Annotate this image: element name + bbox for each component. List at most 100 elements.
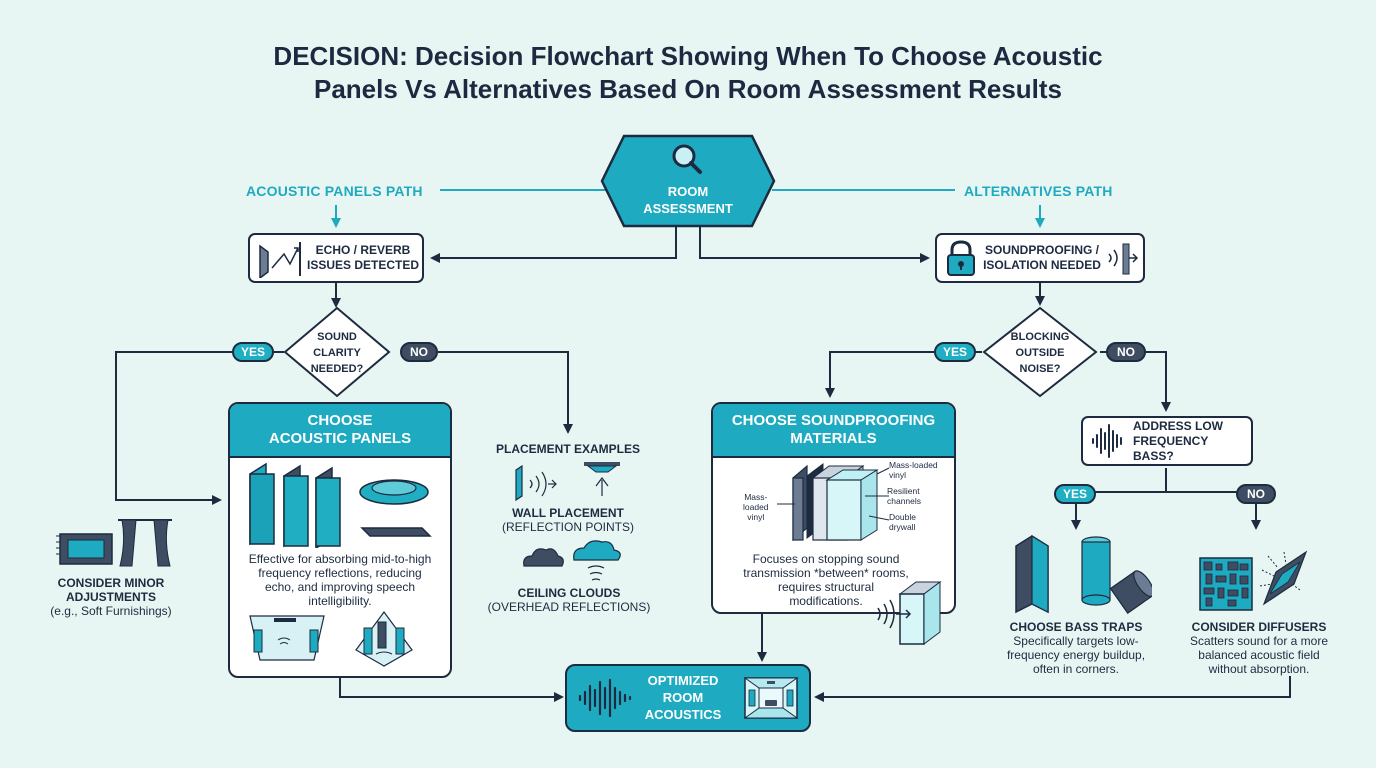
label-mass-loaded-vinyl-top: Mass-loaded vinyl — [889, 460, 938, 480]
wall-placement-text: WALL PLACEMENT — [512, 506, 624, 520]
bass-traps-desc-1: Specifically targets low- — [1013, 634, 1139, 648]
minor-line-2: ADJUSTMENTS — [65, 590, 156, 604]
alternatives-path-label: ALTERNATIVES PATH — [964, 183, 1113, 199]
echo-line-1: ECHO / REVERB — [315, 243, 411, 257]
soundproof-desc-1: Focuses on stopping sound — [752, 552, 900, 566]
wall-placement-icon — [515, 462, 620, 502]
soundproofing-needed-box[interactable]: SOUNDPROOFING / ISOLATION NEEDED — [935, 233, 1145, 283]
soft-furnishings-icon — [56, 519, 172, 567]
sound-wall-icon — [1108, 243, 1139, 275]
choose-acoustic-panels-card[interactable]: CHOOSE ACOUSTIC PANELS Effective for abs… — [228, 402, 452, 678]
consider-diffusers: CONSIDER DIFFUSERS Scatters sound for a … — [1176, 620, 1342, 676]
echo-reverb-box[interactable]: ECHO / REVERB ISSUES DETECTED — [248, 233, 424, 283]
panels-title-1: CHOOSE — [307, 412, 373, 429]
diffusers-desc-2: balanced acoustic field — [1198, 648, 1320, 662]
ceiling-clouds-text: CEILING CLOUDS — [517, 586, 621, 600]
right-yes-connector — [825, 351, 982, 398]
start-line-1: ROOM — [668, 184, 708, 199]
bass-yes-connector — [1071, 468, 1167, 530]
soundproof-line-1: SOUNDPROOFING / — [984, 243, 1099, 257]
audio-waveform-icon — [578, 678, 632, 718]
bass-traps-icon — [1015, 534, 1152, 614]
label-mass-loaded-vinyl-left: Mass- loaded vinyl — [743, 492, 769, 522]
clarity-line-2: CLARITY — [313, 347, 361, 359]
panels-card-header: CHOOSE ACOUSTIC PANELS — [230, 404, 450, 458]
blocking-line-1: BLOCKING — [1011, 331, 1070, 343]
end-line-2: ROOM — [662, 690, 704, 705]
panels-desc-1: Effective for absorbing mid-to-high — [248, 552, 432, 566]
diffuser-icon — [1199, 550, 1308, 611]
choose-soundproofing-card[interactable]: CHOOSE SOUNDPROOFING MATERIALS Mass-load… — [711, 402, 956, 614]
diffusers-desc-3: without absorption. — [1208, 662, 1310, 676]
dd-1: Double — [889, 512, 916, 522]
wall-placement-sub: (REFLECTION POINTS) — [501, 520, 634, 534]
diffusers-desc-1: Scatters sound for a more — [1189, 634, 1329, 648]
panels-title-2: ACOUSTIC PANELS — [268, 430, 412, 447]
title-line-2: Panels Vs Alternatives Based On Room Ass… — [313, 74, 1063, 104]
bass-yes-badge: YES — [1054, 484, 1096, 504]
reflection-icon — [259, 242, 301, 278]
left-no-connector — [438, 351, 573, 434]
mlv-left-3: vinyl — [747, 512, 765, 522]
panels-description: Effective for absorbing mid-to-high freq… — [238, 552, 442, 608]
magnifier-icon — [672, 144, 702, 174]
ceiling-clouds-sub: (OVERHEAD REFLECTIONS) — [487, 600, 651, 614]
blocking-line-3: NOISE? — [1020, 363, 1061, 375]
panels-desc-4: intelligibility. — [308, 594, 372, 608]
bass-traps-desc-3: often in corners. — [1032, 662, 1120, 676]
consider-minor-adjustments: CONSIDER MINOR ADJUSTMENTS (e.g., Soft F… — [26, 576, 196, 618]
ceiling-clouds-label: CEILING CLOUDS (OVERHEAD REFLECTIONS) — [484, 586, 654, 614]
soundproof-desc-4: modifications. — [789, 594, 863, 608]
dd-2: drywall — [889, 522, 916, 532]
bass-no-badge: NO — [1236, 484, 1276, 504]
soundproof-title-2: MATERIALS — [790, 430, 877, 447]
room-assessment-node[interactable]: ROOM ASSESSMENT — [600, 134, 776, 228]
mlv-top-1: Mass-loaded — [889, 460, 938, 470]
rc-1: Resilient — [887, 486, 920, 496]
address-low-frequency-box[interactable]: ADDRESS LOW FREQUENCY BASS? — [1081, 416, 1253, 466]
title-line-1: DECISION: Decision Flowchart Showing Whe… — [273, 41, 1103, 71]
bass-traps-title: CHOOSE BASS TRAPS — [1009, 620, 1143, 634]
bass-traps-desc-2: frequency energy buildup, — [1006, 648, 1146, 662]
start-to-soundproof-connector — [699, 226, 930, 263]
label-double-drywall: Double drywall — [889, 512, 916, 532]
end-line-3: ACOUSTICS — [644, 707, 722, 722]
echo-line-2: ISSUES DETECTED — [306, 258, 420, 272]
minor-line-1: CONSIDER MINOR — [57, 576, 165, 590]
right-yes-badge: YES — [934, 342, 976, 362]
panels-to-end-connector — [339, 678, 564, 702]
soundproof-title-1: CHOOSE SOUNDPROOFING — [731, 412, 936, 429]
left-yes-badge: YES — [232, 342, 274, 362]
wall-layers-icon — [777, 463, 890, 542]
end-line-1: OPTIMIZED — [647, 673, 719, 688]
soundproof-panel-icon — [877, 581, 942, 645]
start-to-echo-connector — [430, 226, 677, 263]
start-line-2: ASSESSMENT — [643, 201, 733, 216]
alternatives-to-end-connector — [814, 676, 1291, 702]
optimized-room-acoustics-node[interactable]: OPTIMIZED ROOM ACOUSTICS — [565, 664, 811, 732]
clarity-line-3: NEEDED? — [311, 363, 364, 375]
acoustic-panels-path-label: ACOUSTIC PANELS PATH — [246, 183, 423, 199]
clarity-line-1: SOUND — [317, 331, 357, 343]
mlv-left-2: loaded — [743, 502, 769, 512]
soundproof-desc-3: requires structural — [777, 580, 875, 594]
minor-line-3: (e.g., Soft Furnishings) — [50, 604, 172, 618]
lock-icon — [947, 240, 975, 276]
blocking-line-2: OUTSIDE — [1016, 347, 1065, 359]
blocking-noise-decision[interactable]: BLOCKING OUTSIDE NOISE? — [982, 306, 1098, 398]
soundproof-description: Focuses on stopping sound transmission *… — [721, 552, 931, 608]
room-interior-icon — [743, 677, 799, 719]
sound-clarity-decision[interactable]: SOUND CLARITY NEEDED? — [283, 306, 391, 398]
wall-placement-label: WALL PLACEMENT (REFLECTION POINTS) — [488, 506, 648, 534]
soundproof-line-2: ISOLATION NEEDED — [983, 258, 1101, 272]
right-no-badge: NO — [1106, 342, 1146, 362]
bass-q-line-2: FREQUENCY BASS? — [1133, 433, 1209, 463]
choose-bass-traps: CHOOSE BASS TRAPS Specifically targets l… — [994, 620, 1158, 676]
panels-desc-2: frequency reflections, reducing — [258, 566, 422, 580]
room-panels-illustration — [249, 610, 413, 667]
diffusers-title: CONSIDER DIFFUSERS — [1191, 620, 1327, 634]
mlv-top-2: vinyl — [889, 470, 907, 480]
end-node-label: OPTIMIZED ROOM ACOUSTICS — [631, 672, 735, 723]
mlv-left-1: Mass- — [744, 492, 768, 502]
